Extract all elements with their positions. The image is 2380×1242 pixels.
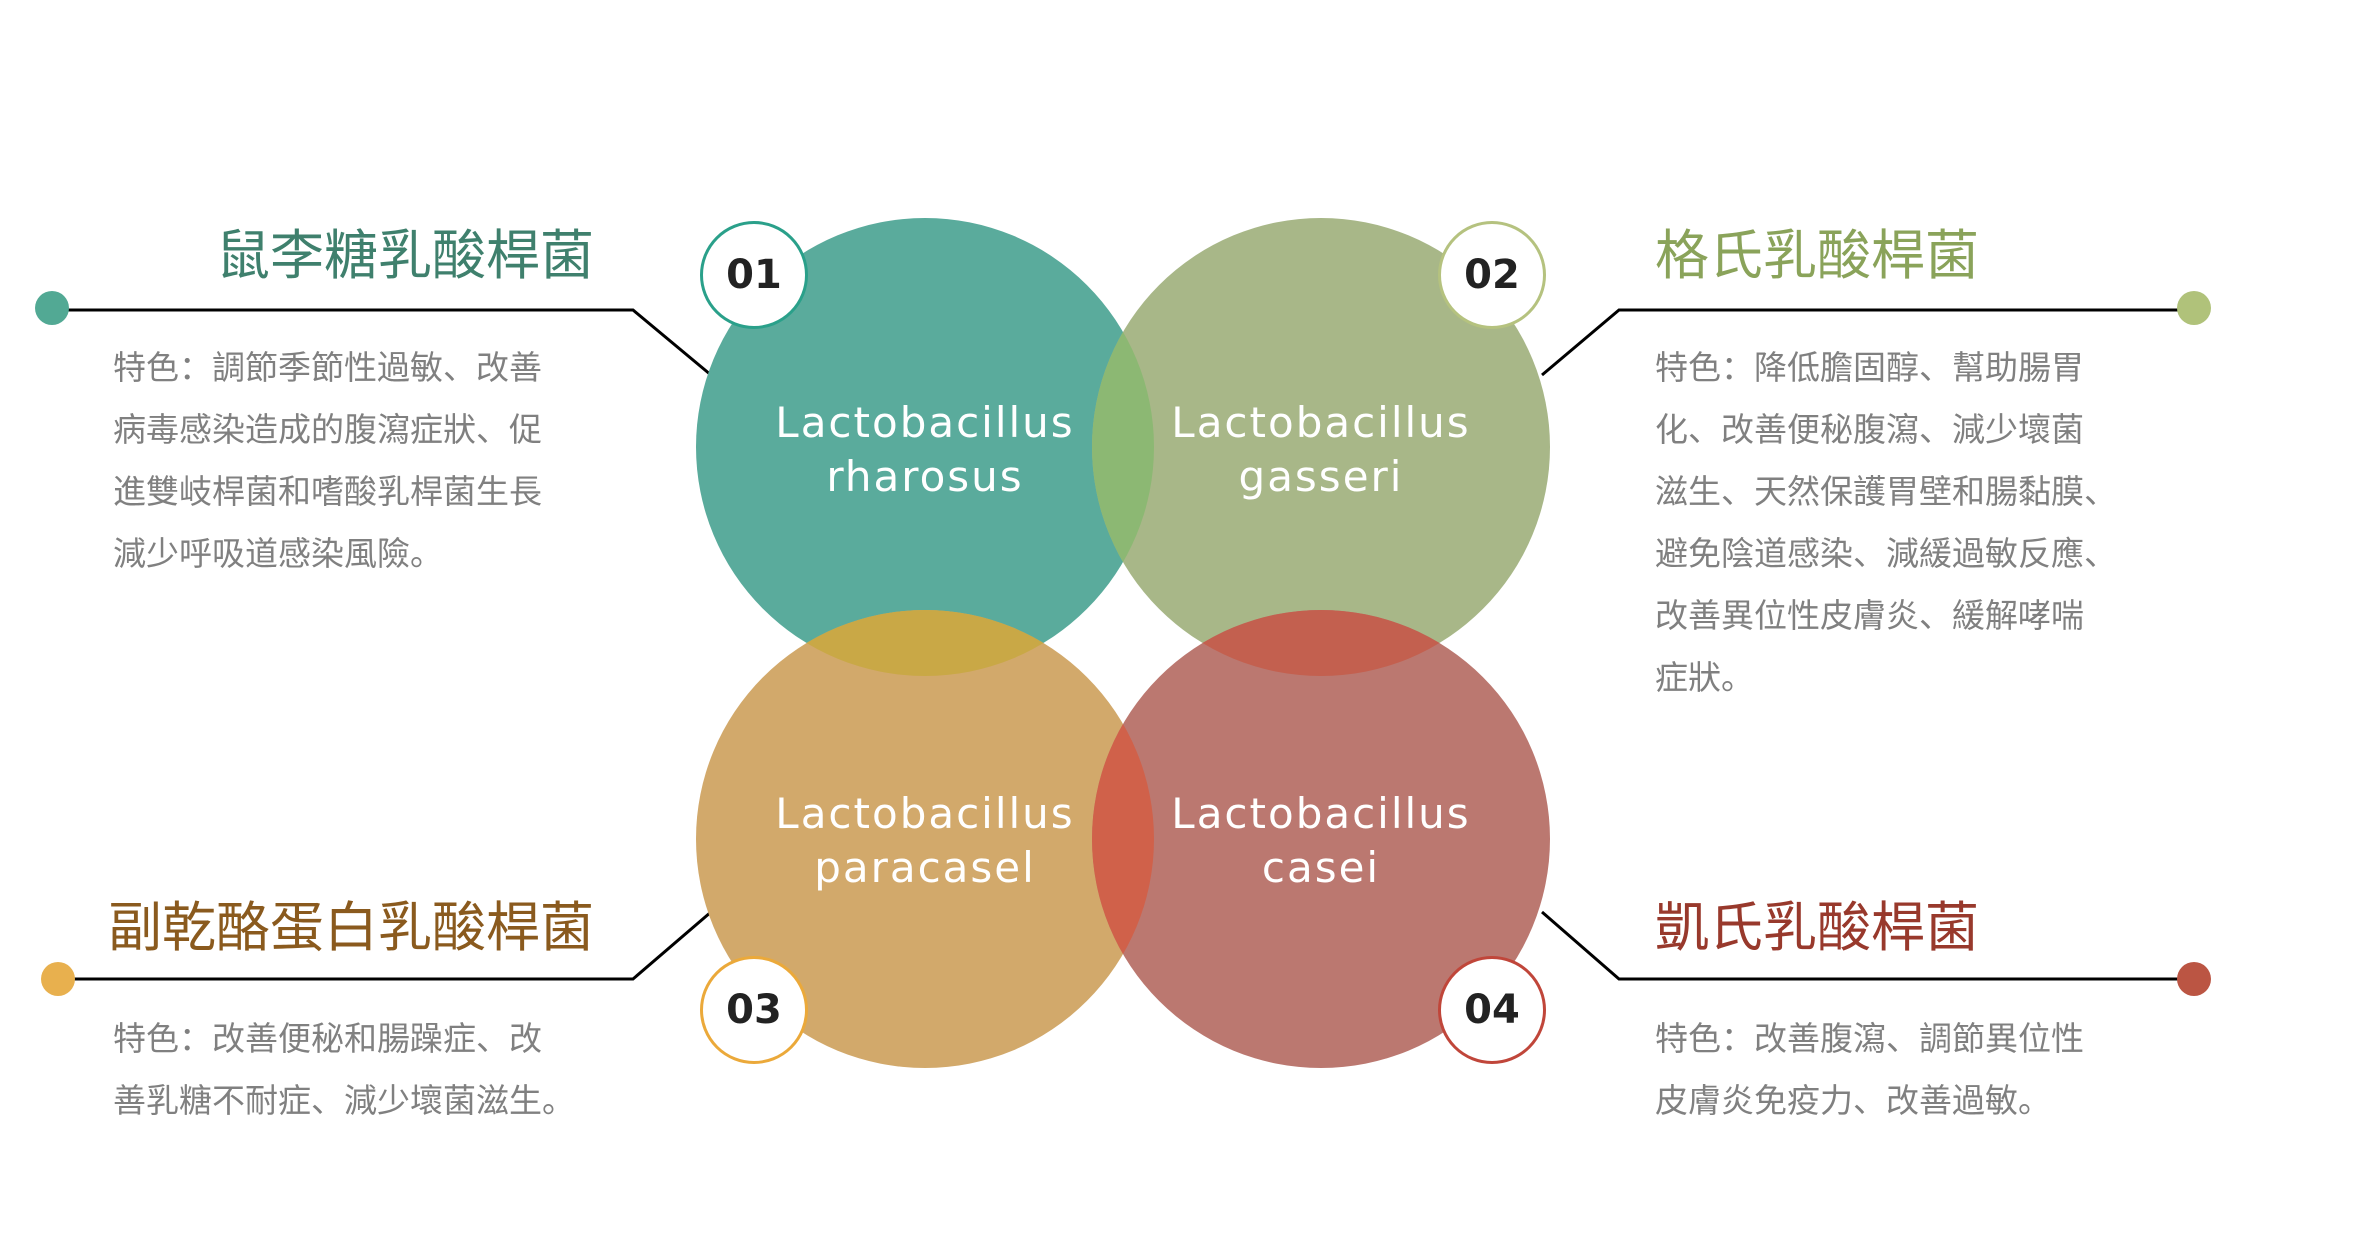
description-line: 特色：改善便秘和腸躁症、改 <box>113 1019 542 1058</box>
description-line: 特色：調節季節性過敏、改善 <box>113 348 542 387</box>
latin-name-3: Lactobacillus paracasel <box>725 787 1125 895</box>
latin-line: Lactobacillus <box>1171 398 1471 447</box>
description-line: 避免陰道感染、減緩過敏反應、 <box>1655 534 2117 573</box>
connector-line-3 <box>58 910 712 981</box>
latin-line: paracasel <box>814 843 1036 892</box>
description-line: 特色：降低膽固醇、幫助腸胃 <box>1655 348 2084 387</box>
number-badge-2: 02 <box>1438 221 1546 329</box>
description-line: 善乳糖不耐症、減少壞菌滋生。 <box>113 1081 575 1120</box>
description-line: 減少呼吸道感染風險。 <box>113 534 443 573</box>
endpoint-dot-3 <box>41 962 75 996</box>
endpoint-dot-4 <box>2177 962 2211 996</box>
number-badge-3: 03 <box>700 956 808 1064</box>
latin-line: casei <box>1261 843 1381 892</box>
latin-line: gasseri <box>1238 452 1404 501</box>
description-line: 皮膚炎免疫力、改善過敏。 <box>1655 1081 2051 1120</box>
description-line: 改善異位性皮膚炎、緩解哮喘 <box>1655 596 2084 635</box>
number-badge-1: 01 <box>700 221 808 329</box>
latin-line: rharosus <box>826 452 1024 501</box>
description-line: 病毒感染造成的腹瀉症狀、促 <box>113 410 542 449</box>
endpoint-dot-2 <box>2177 291 2211 325</box>
latin-line: Lactobacillus <box>1171 789 1471 838</box>
description-line: 進雙岐桿菌和嗜酸乳桿菌生長 <box>113 472 542 511</box>
title-4: 凱氏乳酸桿菌 <box>1655 896 1979 959</box>
venn-circle-1 <box>696 218 1154 676</box>
title-1: 鼠李糖乳酸桿菌 <box>216 224 594 287</box>
description-4: 特色：改善腹瀉、調節異位性 皮膚炎免疫力、改善過敏。 <box>1655 1008 2125 1132</box>
number-badge-4: 04 <box>1438 956 1546 1064</box>
title-2: 格氏乳酸桿菌 <box>1655 224 1979 287</box>
description-3: 特色：改善便秘和腸躁症、改 善乳糖不耐症、減少壞菌滋生。 <box>113 1008 583 1132</box>
description-line: 特色：改善腹瀉、調節異位性 <box>1655 1019 2084 1058</box>
description-line: 滋生、天然保護胃壁和腸黏膜、 <box>1655 472 2117 511</box>
latin-name-2: Lactobacillus gasseri <box>1121 396 1521 504</box>
connector-line-2 <box>1541 308 2194 377</box>
venn-circle-2 <box>1092 218 1550 676</box>
description-2: 特色：降低膽固醇、幫助腸胃 化、改善便秘腹瀉、減少壞菌 滋生、天然保護胃壁和腸黏… <box>1655 337 2135 709</box>
description-1: 特色：調節季節性過敏、改善 病毒感染造成的腹瀉症狀、促 進雙岐桿菌和嗜酸乳桿菌生… <box>113 337 583 585</box>
description-line: 症狀。 <box>1655 658 1754 697</box>
latin-name-1: Lactobacillus rharosus <box>725 396 1125 504</box>
connector-line-1 <box>52 308 712 377</box>
connector-line-4 <box>1541 910 2194 981</box>
title-3: 副乾酪蛋白乳酸桿菌 <box>108 896 594 959</box>
endpoint-dot-1 <box>35 291 69 325</box>
description-line: 化、改善便秘腹瀉、減少壞菌 <box>1655 410 2084 449</box>
venn-circle-3 <box>696 610 1154 1068</box>
venn-circle-4 <box>1092 610 1550 1068</box>
latin-line: Lactobacillus <box>775 789 1075 838</box>
latin-name-4: Lactobacillus casei <box>1121 787 1521 895</box>
latin-line: Lactobacillus <box>775 398 1075 447</box>
